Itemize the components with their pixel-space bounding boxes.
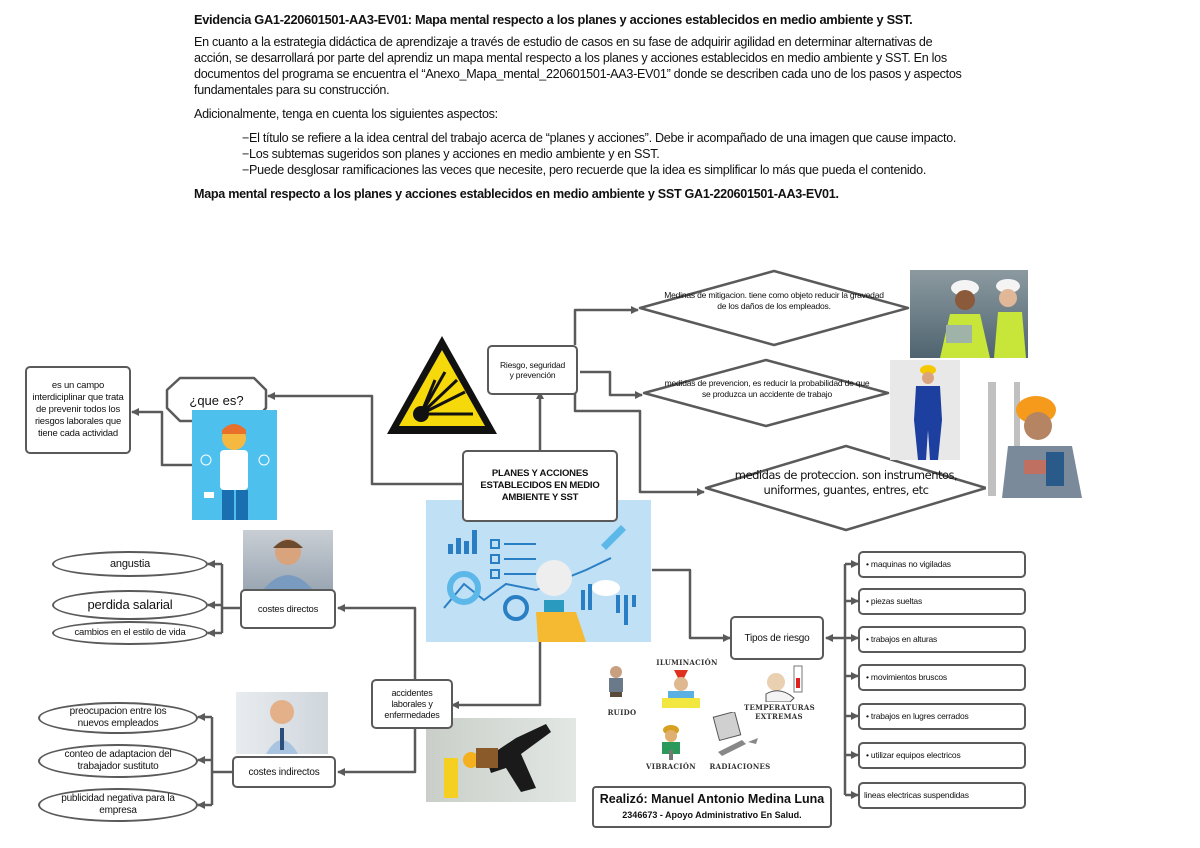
what-is-node[interactable]: ¿que es? [189, 392, 244, 408]
indirect-cost-item[interactable]: preocupacion entre los nuevos empleados [38, 702, 198, 734]
map-title: Mapa mental respecto a los planes y acci… [194, 187, 839, 201]
risk-label-vibration: VIBRACIÓN [646, 762, 696, 771]
risk-type-item[interactable]: • maquinas no vigiladas [858, 551, 1026, 578]
worker-with-drill-photo [986, 380, 1098, 498]
risk-type-item[interactable]: • piezas sueltas [858, 588, 1026, 615]
central-infographic-image [426, 500, 651, 642]
indirect-costs-node[interactable]: costes indirectos [232, 756, 336, 788]
author-program: 2346673 - Apoyo Administrativo En Salud. [622, 810, 802, 820]
risk-type-item[interactable]: • utilizar equipos electricos [858, 742, 1026, 769]
direct-cost-item[interactable]: angustia [52, 551, 208, 577]
risk-types-node[interactable]: Tipos de riesgo [730, 616, 824, 660]
prevention-measures-node[interactable]: medidas de prevencion, es reducir la pro… [664, 378, 870, 399]
explosive-warning-icon [387, 336, 497, 434]
indirect-cost-item[interactable]: conteo de adaptacion del trabajador sust… [38, 744, 198, 778]
radiation-clipart-icon [712, 712, 760, 756]
risk-label-illumination: ILUMINACIÓN [656, 658, 718, 667]
falling-worker-photo [426, 718, 576, 802]
direct-cost-item[interactable]: cambios en el estilo de vida [52, 621, 208, 645]
risk-type-item[interactable]: • trabajos en alturas [858, 626, 1026, 653]
risk-safety-prevention-node[interactable]: Riesgo, seguridad y prevención [487, 345, 578, 395]
aspect-item: −Puede desglosar ramificaciones las vece… [242, 163, 927, 177]
worried-man-photo [243, 530, 333, 590]
assignment-instructions: Evidencia GA1-220601501-AA3-EV01: Mapa m… [194, 12, 964, 210]
worker-blue-overalls-photo [890, 360, 960, 460]
risk-label-temperature: TEMPERATURAS EXTREMAS [744, 703, 815, 721]
thinking-person-image [192, 410, 277, 520]
accidents-diseases-node[interactable]: accidentes laborales y enfermedades [371, 679, 453, 729]
aspects-intro: Adicionalmente, tenga en cuenta los sigu… [194, 107, 498, 121]
protection-measures-node[interactable]: medidas de proteccion. son instrumentos,… [734, 468, 958, 497]
indirect-cost-item[interactable]: publicidad negativa para la empresa [38, 788, 198, 822]
author-credit: Realizó: Manuel Antonio Medina Luna 2346… [592, 786, 832, 828]
aspect-item: −Los subtemas sugeridos son planes y acc… [242, 147, 660, 161]
evidence-title: Evidencia GA1-220601501-AA3-EV01: Mapa m… [194, 12, 913, 27]
direct-cost-item[interactable]: perdida salarial [52, 590, 208, 620]
risk-type-item[interactable]: • movimientos bruscos [858, 664, 1026, 691]
vibration-clipart-icon [656, 724, 686, 760]
intro-paragraph: En cuanto a la estrategia didáctica de a… [194, 35, 962, 97]
central-topic-node[interactable]: PLANES Y ACCIONES ESTABLECIDOS EN MEDIO … [462, 450, 618, 522]
direct-costs-node[interactable]: costes directos [240, 589, 336, 629]
definition-node[interactable]: es un campo interdiciplinar que trata de… [25, 366, 131, 454]
risk-label-radiation: RADIACIONES [709, 762, 771, 771]
risk-label-noise: RUIDO [607, 708, 637, 717]
supervisors-photo [910, 270, 1028, 358]
aspect-item: −El título se refiere a la idea central … [242, 131, 957, 145]
risk-type-item[interactable]: • trabajos en lugres cerrados [858, 703, 1026, 730]
noise-clipart-icon [603, 664, 629, 698]
temperature-clipart-icon [760, 664, 808, 702]
mitigation-measures-node[interactable]: Medinas de mitigacion. tiene como objeto… [664, 290, 884, 311]
shocked-man-photo [236, 692, 328, 754]
aspects-list: −El título se refiere a la idea central … [242, 130, 964, 178]
risk-type-item[interactable]: lineas electricas suspendidas [858, 782, 1026, 809]
author-name: Realizó: Manuel Antonio Medina Luna [599, 792, 825, 806]
illumination-clipart-icon [660, 668, 702, 708]
